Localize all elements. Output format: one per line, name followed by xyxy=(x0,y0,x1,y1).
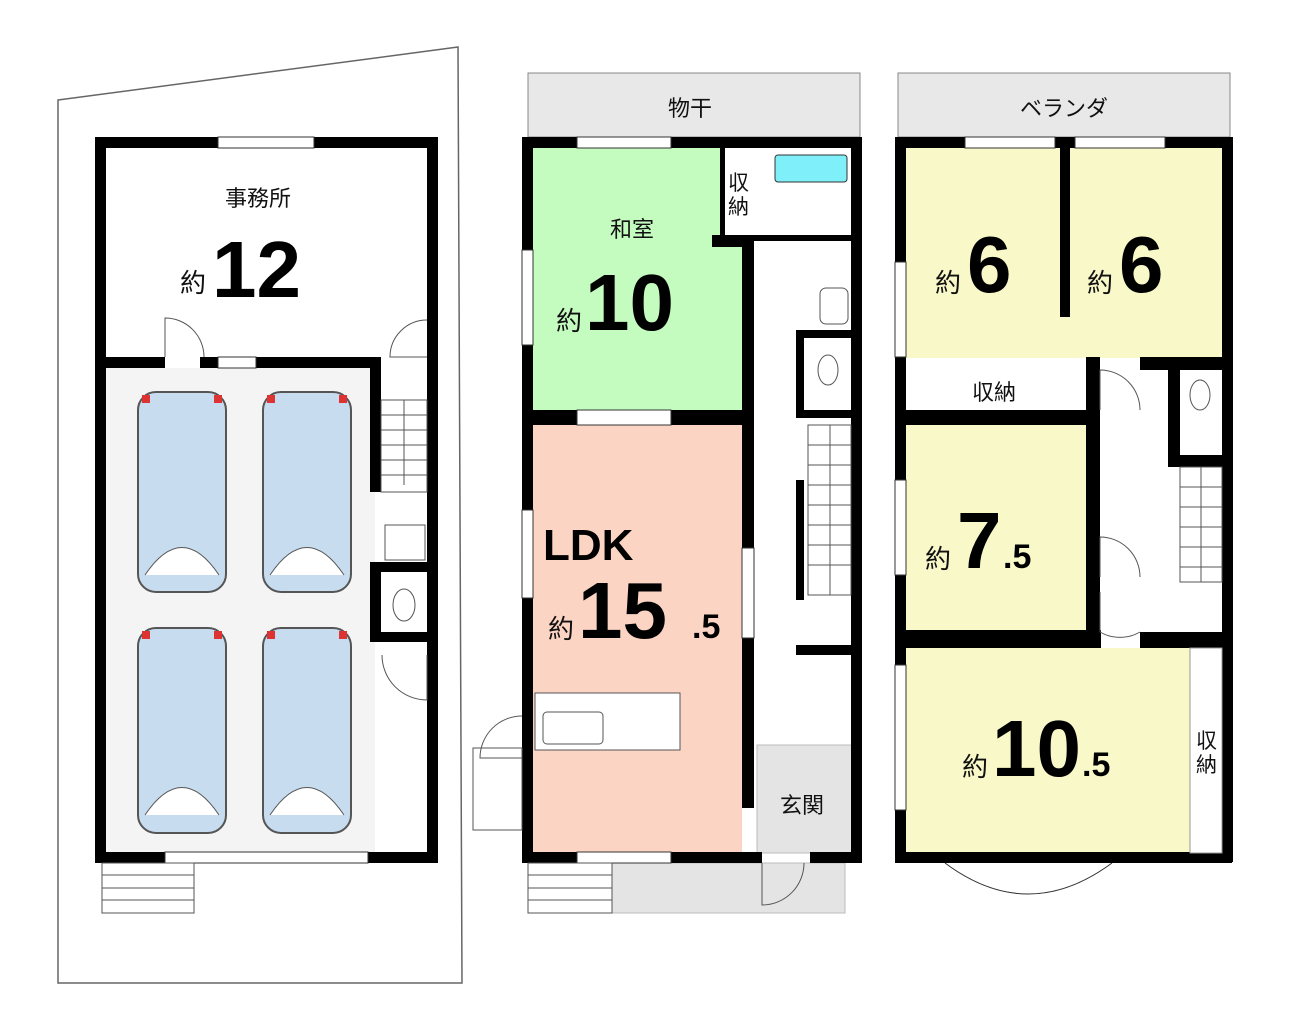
bedroom-c xyxy=(906,425,1086,630)
toilet xyxy=(1189,379,1211,411)
ldk-room xyxy=(533,425,742,853)
bay-window xyxy=(944,862,1113,895)
storage-label: 納 xyxy=(1196,753,1217,777)
japanese-room xyxy=(533,148,742,410)
drying-balcony-label: 物干 xyxy=(668,97,712,122)
veranda xyxy=(897,72,1231,138)
parked-cars xyxy=(137,391,352,834)
storage-label: 収納 xyxy=(972,381,1016,406)
window xyxy=(964,136,1056,149)
door-swing xyxy=(1099,592,1141,638)
bedroom-c-area-decimal: .5 xyxy=(1003,538,1031,576)
toilet xyxy=(392,588,416,622)
storage-label: 納 xyxy=(728,195,749,219)
storage-side xyxy=(1189,647,1223,854)
window xyxy=(576,409,672,426)
ldk-area: 15 xyxy=(578,566,667,655)
door-swing xyxy=(479,715,523,759)
storage-label: 収 xyxy=(728,171,749,195)
window xyxy=(521,509,534,599)
window xyxy=(576,136,672,149)
bedroom-d xyxy=(906,648,1190,853)
entry-stairs xyxy=(101,862,195,914)
window xyxy=(217,356,257,369)
door-swing xyxy=(381,654,428,701)
area-prefix: 約 xyxy=(548,615,574,645)
area-prefix: 約 xyxy=(180,269,206,299)
area-prefix: 約 xyxy=(962,753,988,783)
drying-balcony xyxy=(527,72,861,138)
entry-porch xyxy=(611,862,846,914)
ldk-label: LDK xyxy=(543,521,634,570)
car-icon xyxy=(262,391,352,593)
floor-1: 事務所 約 12 xyxy=(57,46,463,984)
storage-mid xyxy=(906,367,1086,410)
door-swing xyxy=(1099,369,1141,411)
window xyxy=(1074,136,1166,149)
kitchen-sink xyxy=(542,711,604,745)
window xyxy=(894,664,907,811)
car-icon xyxy=(137,391,227,593)
bedroom-b-area: 6 xyxy=(1119,220,1164,309)
bedroom-c-area: 7 xyxy=(957,496,1002,585)
japanese-room-area: 10 xyxy=(585,258,674,347)
area-prefix: 約 xyxy=(935,269,961,299)
area-prefix: 約 xyxy=(1087,269,1113,299)
car-icon xyxy=(262,627,352,834)
bedroom-d-area-decimal: .5 xyxy=(1082,746,1110,784)
washbasin xyxy=(819,287,849,325)
shutter-opening xyxy=(164,851,369,864)
window xyxy=(521,249,534,346)
car-icon xyxy=(137,627,227,834)
window xyxy=(894,261,907,358)
bedroom-a xyxy=(906,148,1066,358)
stairs xyxy=(380,399,428,493)
door-swing xyxy=(1099,536,1141,578)
kitchen-counter xyxy=(534,692,681,751)
office-area: 12 xyxy=(212,225,301,314)
entrance-door xyxy=(761,862,805,906)
sink xyxy=(384,524,426,561)
bedroom-a-area: 6 xyxy=(967,220,1012,309)
door-swing xyxy=(164,317,205,358)
area-prefix: 約 xyxy=(925,545,951,575)
ldk-area-decimal: .5 xyxy=(692,608,720,646)
stairs xyxy=(1179,466,1223,583)
toilet xyxy=(817,354,839,386)
storage-label: 収 xyxy=(1196,729,1217,753)
storage-closet xyxy=(725,148,755,235)
entrance-label: 玄関 xyxy=(780,794,824,819)
window xyxy=(576,851,672,864)
entrance xyxy=(756,744,853,854)
office-room xyxy=(105,147,427,357)
window xyxy=(741,547,755,639)
area-prefix: 約 xyxy=(556,307,582,337)
window xyxy=(894,479,907,576)
window xyxy=(217,136,315,149)
veranda-label: ベランダ xyxy=(1020,97,1108,122)
bedroom-d-area: 10 xyxy=(992,704,1081,793)
japanese-room-label: 和室 xyxy=(610,218,654,243)
bathtub xyxy=(774,154,848,183)
office-label: 事務所 xyxy=(225,187,291,212)
side-step xyxy=(472,747,523,831)
floor-2: 物干 収 納 xyxy=(472,72,862,914)
door-swing xyxy=(389,319,428,358)
bedroom-b xyxy=(1066,148,1222,358)
stairs xyxy=(807,424,852,596)
floor-3: ベランダ 収納 収 納 約 xyxy=(894,72,1233,895)
entry-stairs xyxy=(527,862,613,914)
